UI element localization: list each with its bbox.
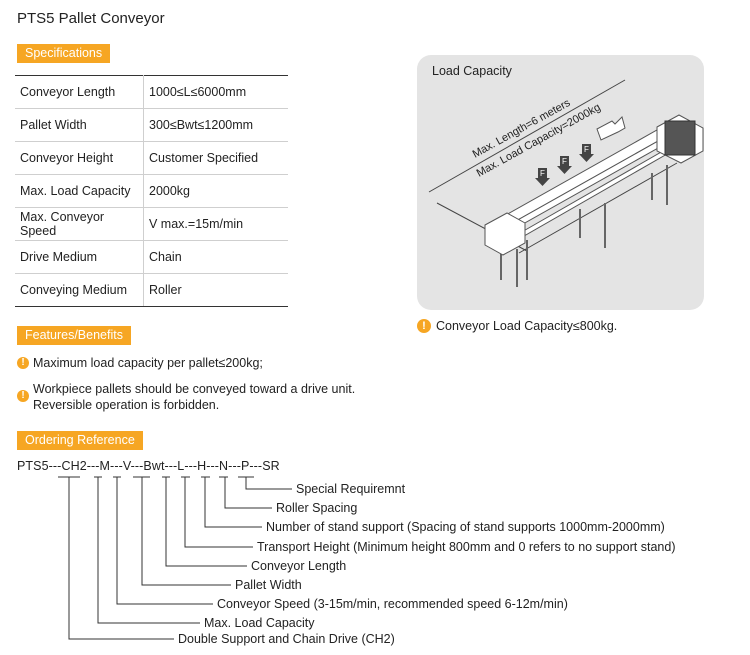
spec-value: Customer Specified <box>143 141 288 175</box>
legend-conveyor-length: Conveyor Length <box>251 559 347 573</box>
spec-key: Pallet Width <box>15 108 144 142</box>
feature-text: Workpiece pallets should be conveyed tow… <box>33 382 356 396</box>
feature-item: ! Maximum load capacity per pallet≤200kg… <box>17 355 263 371</box>
figure-title: Load Capacity <box>432 64 512 78</box>
spec-key: Max. Conveyor Speed <box>15 207 144 241</box>
warning-icon: ! <box>17 357 29 369</box>
force-label: F <box>562 157 567 166</box>
force-label: F <box>584 145 589 154</box>
spec-key: Max. Load Capacity <box>15 174 144 208</box>
warning-icon: ! <box>417 319 431 333</box>
legend-pallet-width: Pallet Width <box>235 578 302 592</box>
spec-value: Chain <box>143 240 288 274</box>
load-capacity-figure: Load Capacity <box>417 55 704 310</box>
section-tag-specifications: Specifications <box>17 44 111 63</box>
section-tag-ordering: Ordering Reference <box>17 431 143 450</box>
spec-value: 1000≤L≤6000mm <box>143 75 288 109</box>
legend-roller-spacing: Roller Spacing <box>276 501 358 515</box>
legend-max-load: Max. Load Capacity <box>204 616 315 630</box>
ordering-code: PTS5---CH2---M---V---Bwt---L---H---N---P… <box>17 459 280 473</box>
warning-icon: ! <box>17 390 29 402</box>
figure-note-text: Conveyor Load Capacity≤800kg. <box>436 319 618 333</box>
force-label: F <box>540 169 545 178</box>
figure-note: ! Conveyor Load Capacity≤800kg. <box>417 319 617 333</box>
spec-key: Conveying Medium <box>15 273 144 307</box>
spec-value: Roller <box>143 273 288 307</box>
spec-key: Conveyor Height <box>15 141 144 175</box>
spec-value: V max.=15m/min <box>143 207 288 241</box>
spec-value: 300≤Bwt≤1200mm <box>143 108 288 142</box>
spec-key: Conveyor Length <box>15 75 144 109</box>
page-title: PTS5 Pallet Conveyor <box>17 10 165 27</box>
spec-key: Drive Medium <box>15 240 144 274</box>
feature-item: ! Workpiece pallets should be conveyed t… <box>17 381 355 413</box>
legend-conveyor-speed: Conveyor Speed (3-15m/min, recommended s… <box>217 597 568 611</box>
feature-text: Reversible operation is forbidden. <box>33 398 220 412</box>
feature-text: Maximum load capacity per pallet≤200kg; <box>33 356 263 370</box>
conveyor-drawing: F F F Max. Length=6 meters Max. Load Cap… <box>428 79 704 287</box>
section-tag-features: Features/Benefits <box>17 326 131 345</box>
legend-stand-support: Number of stand support (Spacing of stan… <box>266 520 665 534</box>
legend-special-requirement: Special Requiremnt <box>296 482 406 496</box>
legend-double-support: Double Support and Chain Drive (CH2) <box>178 632 395 646</box>
spec-value: 2000kg <box>143 174 288 208</box>
legend-transport-height: Transport Height (Minimum height 800mm a… <box>257 540 676 554</box>
